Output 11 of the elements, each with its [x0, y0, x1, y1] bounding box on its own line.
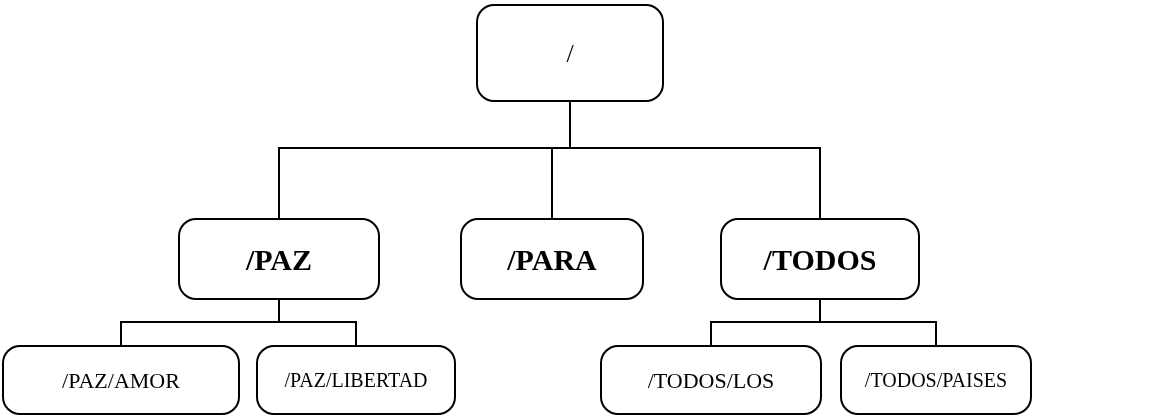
- connector-line: [819, 299, 937, 346]
- directory-box: /TODOS/PAISES: [840, 345, 1032, 415]
- directory-box: /: [476, 4, 664, 102]
- directory-box: /PAZ: [178, 218, 380, 300]
- directory-box: /TODOS/LOS: [600, 345, 822, 415]
- directory-box: /PAZ/AMOR: [2, 345, 240, 415]
- directory-box: /PARA: [460, 218, 644, 300]
- directory-box: /TODOS: [720, 218, 920, 300]
- connector-line: [278, 299, 357, 346]
- directory-box: /PAZ/LIBERTAD: [256, 345, 456, 415]
- connector-line: [569, 101, 821, 219]
